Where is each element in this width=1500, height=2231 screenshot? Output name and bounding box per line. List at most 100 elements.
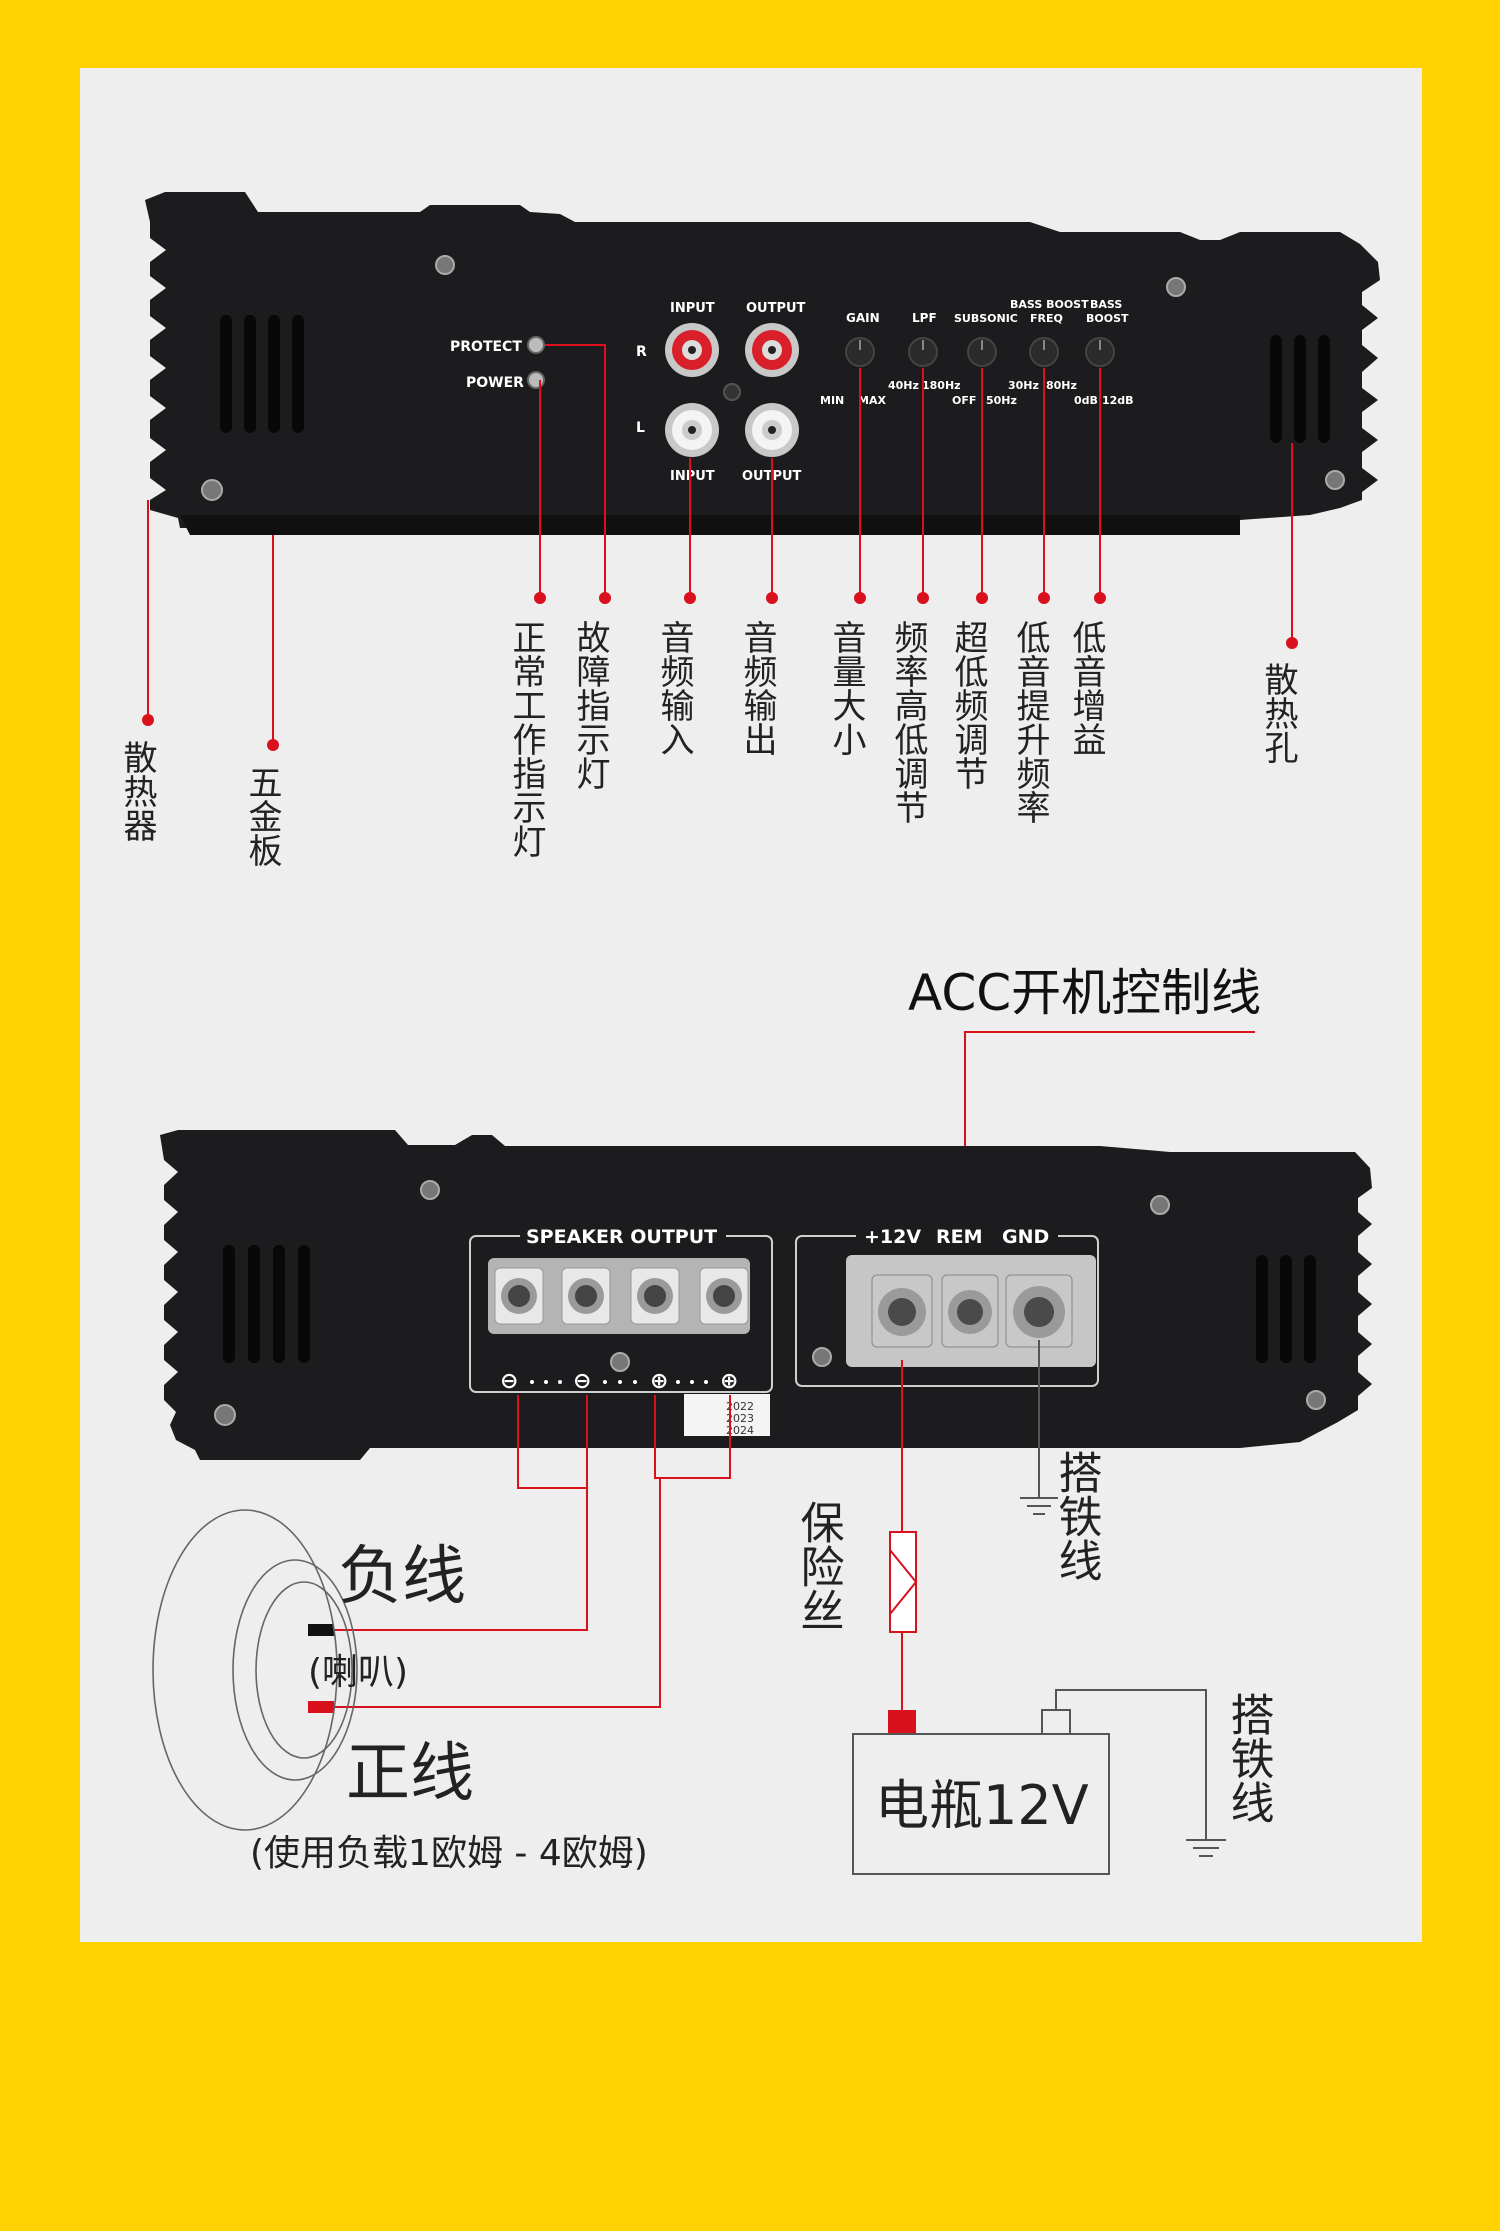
protect-label: PROTECT xyxy=(450,339,522,355)
channel-l-label: L xyxy=(636,420,645,436)
vent-bottom-right xyxy=(1256,1255,1316,1363)
battery-positive-terminal xyxy=(888,1710,916,1734)
rca-input-bottom-label: INPUT xyxy=(670,469,715,484)
fuse-icon xyxy=(889,1531,917,1633)
sticker-line-1: 2022 xyxy=(726,1400,754,1413)
sub-max: 50Hz xyxy=(986,394,1017,407)
speaker-output-label: SPEAKER OUTPUT xyxy=(526,1226,717,1248)
label-negative: 负线 xyxy=(338,1540,466,1614)
label-positive: 正线 xyxy=(346,1737,474,1811)
protect-led xyxy=(527,336,545,354)
power-label: POWER xyxy=(466,375,524,391)
terminal-rem[interactable] xyxy=(941,1274,999,1348)
bass-boost-freq-label-2: FREQ xyxy=(1030,312,1063,325)
freq-max: 80Hz xyxy=(1046,379,1077,392)
speaker-output-title-bg xyxy=(520,1224,726,1248)
positive-wire-end xyxy=(308,1701,334,1713)
fuse-circuit xyxy=(888,1360,918,1734)
gain-knob[interactable] xyxy=(845,337,875,367)
rca-input-right[interactable] xyxy=(665,323,719,377)
rca-output-left[interactable] xyxy=(745,403,799,457)
rca-center-screw xyxy=(723,383,741,401)
label-bass-boost-freq: 低音提升频率 xyxy=(1010,620,1050,824)
power-terminal-title-bg xyxy=(856,1224,1058,1248)
subsonic-label: SUBSONIC xyxy=(954,312,1018,325)
lpf-min: 40Hz xyxy=(888,379,919,392)
label-frequency: 频率高低调节 xyxy=(888,620,928,824)
polarity-dots xyxy=(530,1380,708,1384)
speaker-terminal-block xyxy=(488,1258,750,1334)
label-vent-holes: 散热孔 xyxy=(1258,662,1298,764)
polarity-2: ⊖ xyxy=(573,1369,591,1394)
battery xyxy=(852,1689,1226,1875)
vent-bottom-left xyxy=(223,1245,310,1363)
power-led xyxy=(527,371,545,389)
speaker-terminal-2[interactable] xyxy=(561,1267,611,1325)
rca-input-top-label: INPUT xyxy=(670,301,715,316)
label-fuse: 保险丝 xyxy=(793,1500,844,1632)
subsonic-knob[interactable] xyxy=(967,337,997,367)
vent-left xyxy=(220,315,304,433)
label-ground-1: 搭铁线 xyxy=(1051,1450,1102,1582)
label-hardware-plate: 五金板 xyxy=(242,765,282,867)
rca-input-left[interactable] xyxy=(665,403,719,457)
battery-body xyxy=(852,1733,1110,1875)
gain-max: MAX xyxy=(858,394,886,407)
sub-min: OFF xyxy=(952,394,976,407)
sticker-line-3: 2024 xyxy=(726,1424,754,1437)
freq-min: 30Hz xyxy=(1008,379,1039,392)
top-callout-lines xyxy=(142,344,1298,751)
bass-boost-freq-label-1: BASS BOOST xyxy=(1010,298,1089,311)
speaker-terminal-4[interactable] xyxy=(699,1267,749,1325)
label-load-note: (使用负载1欧姆 - 4欧姆) xyxy=(250,1833,648,1874)
label-power-indicator: 正常工作指示灯 xyxy=(506,620,546,858)
ground-gnd xyxy=(1020,1340,1058,1515)
bass-boost-label-2: BOOST xyxy=(1086,312,1129,325)
terminal-gnd[interactable] xyxy=(1005,1274,1073,1348)
polarity-3: ⊕ xyxy=(650,1369,668,1394)
polarity-1: ⊖ xyxy=(500,1369,518,1394)
bass-boost-label-1: BASS xyxy=(1090,298,1122,311)
boost-max: 12dB xyxy=(1102,394,1134,407)
bass-boost-freq-knob[interactable] xyxy=(1029,337,1059,367)
screws-bottom xyxy=(214,1180,1326,1426)
speaker-terminal-3[interactable] xyxy=(630,1267,680,1325)
label-heatsink: 散热器 xyxy=(117,740,157,842)
polarity-4: ⊕ xyxy=(720,1369,738,1394)
boost-min: 0dB xyxy=(1074,394,1098,407)
amp-bottom: SPEAKER OUTPUT ⊖ ⊖ ⊕ ⊕ 2022 2023 2024 +1… xyxy=(160,1130,1372,1460)
sticker-line-2: 2023 xyxy=(726,1412,754,1425)
amp-top: PROTECT POWER R L INPUT OUTPUT INPUT OUT… xyxy=(145,192,1380,535)
gain-label: GAIN xyxy=(846,311,880,325)
label-battery: 电瓶12V xyxy=(875,1774,1089,1837)
label-speaker: (喇叭) xyxy=(308,1652,408,1693)
speaker-terminal-1[interactable] xyxy=(494,1267,544,1325)
label-audio-output: 音频输出 xyxy=(737,620,777,756)
screws-top xyxy=(201,255,1345,501)
label-audio-input: 音频输入 xyxy=(654,620,694,756)
label-ground-2: 搭铁线 xyxy=(1223,1692,1274,1824)
speaker-wiring xyxy=(308,1395,731,1713)
vent-right xyxy=(1270,335,1330,443)
bass-boost-knob[interactable] xyxy=(1085,337,1115,367)
terminal-12v[interactable] xyxy=(871,1274,933,1348)
lpf-knob[interactable] xyxy=(908,337,938,367)
serial-sticker xyxy=(684,1394,770,1436)
label-fault-indicator: 故障指示灯 xyxy=(570,620,610,790)
amp-bottom-body xyxy=(160,1130,1372,1460)
label-gnd: GND xyxy=(1002,1226,1049,1248)
lpf-max: 180Hz xyxy=(922,379,961,392)
label-rem: REM xyxy=(936,1226,983,1248)
amp-top-plate xyxy=(180,515,1240,535)
channel-r-label: R xyxy=(636,344,647,360)
rca-output-right[interactable] xyxy=(745,323,799,377)
speaker-icon xyxy=(152,1509,358,1831)
negative-wire-end xyxy=(308,1624,334,1636)
label-volume: 音量大小 xyxy=(826,620,866,756)
gain-min: MIN xyxy=(820,394,844,407)
label-bass-gain: 低音增益 xyxy=(1066,620,1106,756)
label-12v: +12V xyxy=(864,1226,921,1248)
top-callout-labels: 散热器 五金板 正常工作指示灯 故障指示灯 音频输入 音频输出 音量大小 频率高… xyxy=(117,620,1298,867)
label-subsonic: 超低频调节 xyxy=(948,620,988,790)
